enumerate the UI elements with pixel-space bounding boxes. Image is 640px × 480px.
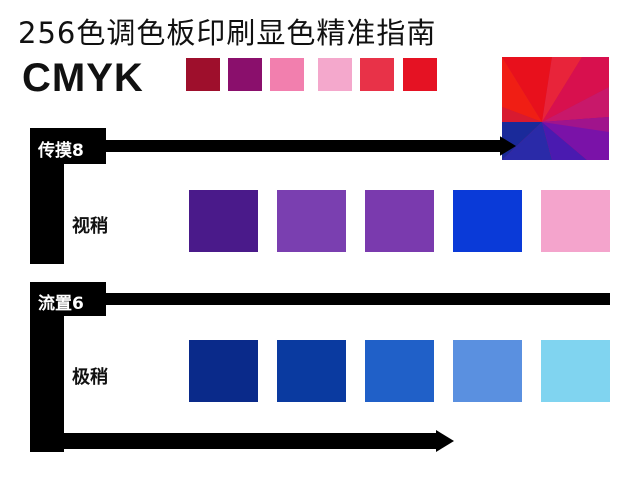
section1-frame-inner-cut (106, 128, 500, 140)
section2-swatch (365, 340, 434, 402)
page-title: 256色调色板印刷显色精准指南 (18, 16, 437, 50)
section2-frame-bottom-bar (30, 433, 438, 449)
top-swatch (186, 58, 220, 91)
section1-swatch (189, 190, 258, 252)
top-swatch (360, 58, 394, 91)
section2-frame-inner-cut-bottom (106, 305, 610, 316)
section1-frame-left-bar (30, 128, 64, 264)
top-swatch (228, 58, 262, 91)
section1-swatch (365, 190, 434, 252)
section1-arrow-head (498, 135, 516, 157)
top-swatch (318, 58, 352, 91)
section2-frame-left-bar (30, 282, 64, 452)
color-gradient-square (502, 57, 609, 160)
section1-swatch (277, 190, 346, 252)
section1-row-label: 视稍 (72, 216, 108, 237)
section2-row-label: 极稍 (72, 367, 108, 388)
section2-arrow-head (436, 430, 454, 452)
section2-swatch (189, 340, 258, 402)
section2-swatch (453, 340, 522, 402)
section1-swatch (541, 190, 610, 252)
top-swatch (270, 58, 304, 91)
section2-swatch (541, 340, 610, 402)
section1-frame-inner-cut-bottom (106, 152, 500, 164)
section2-swatch (277, 340, 346, 402)
top-swatch (403, 58, 437, 91)
cmyk-label: CMYK (22, 56, 144, 100)
section1-tag: 传摸8 (38, 141, 84, 161)
section2-frame-inner-cut (106, 282, 610, 293)
section1-swatch (453, 190, 522, 252)
section2-tag: 流置6 (38, 294, 84, 314)
